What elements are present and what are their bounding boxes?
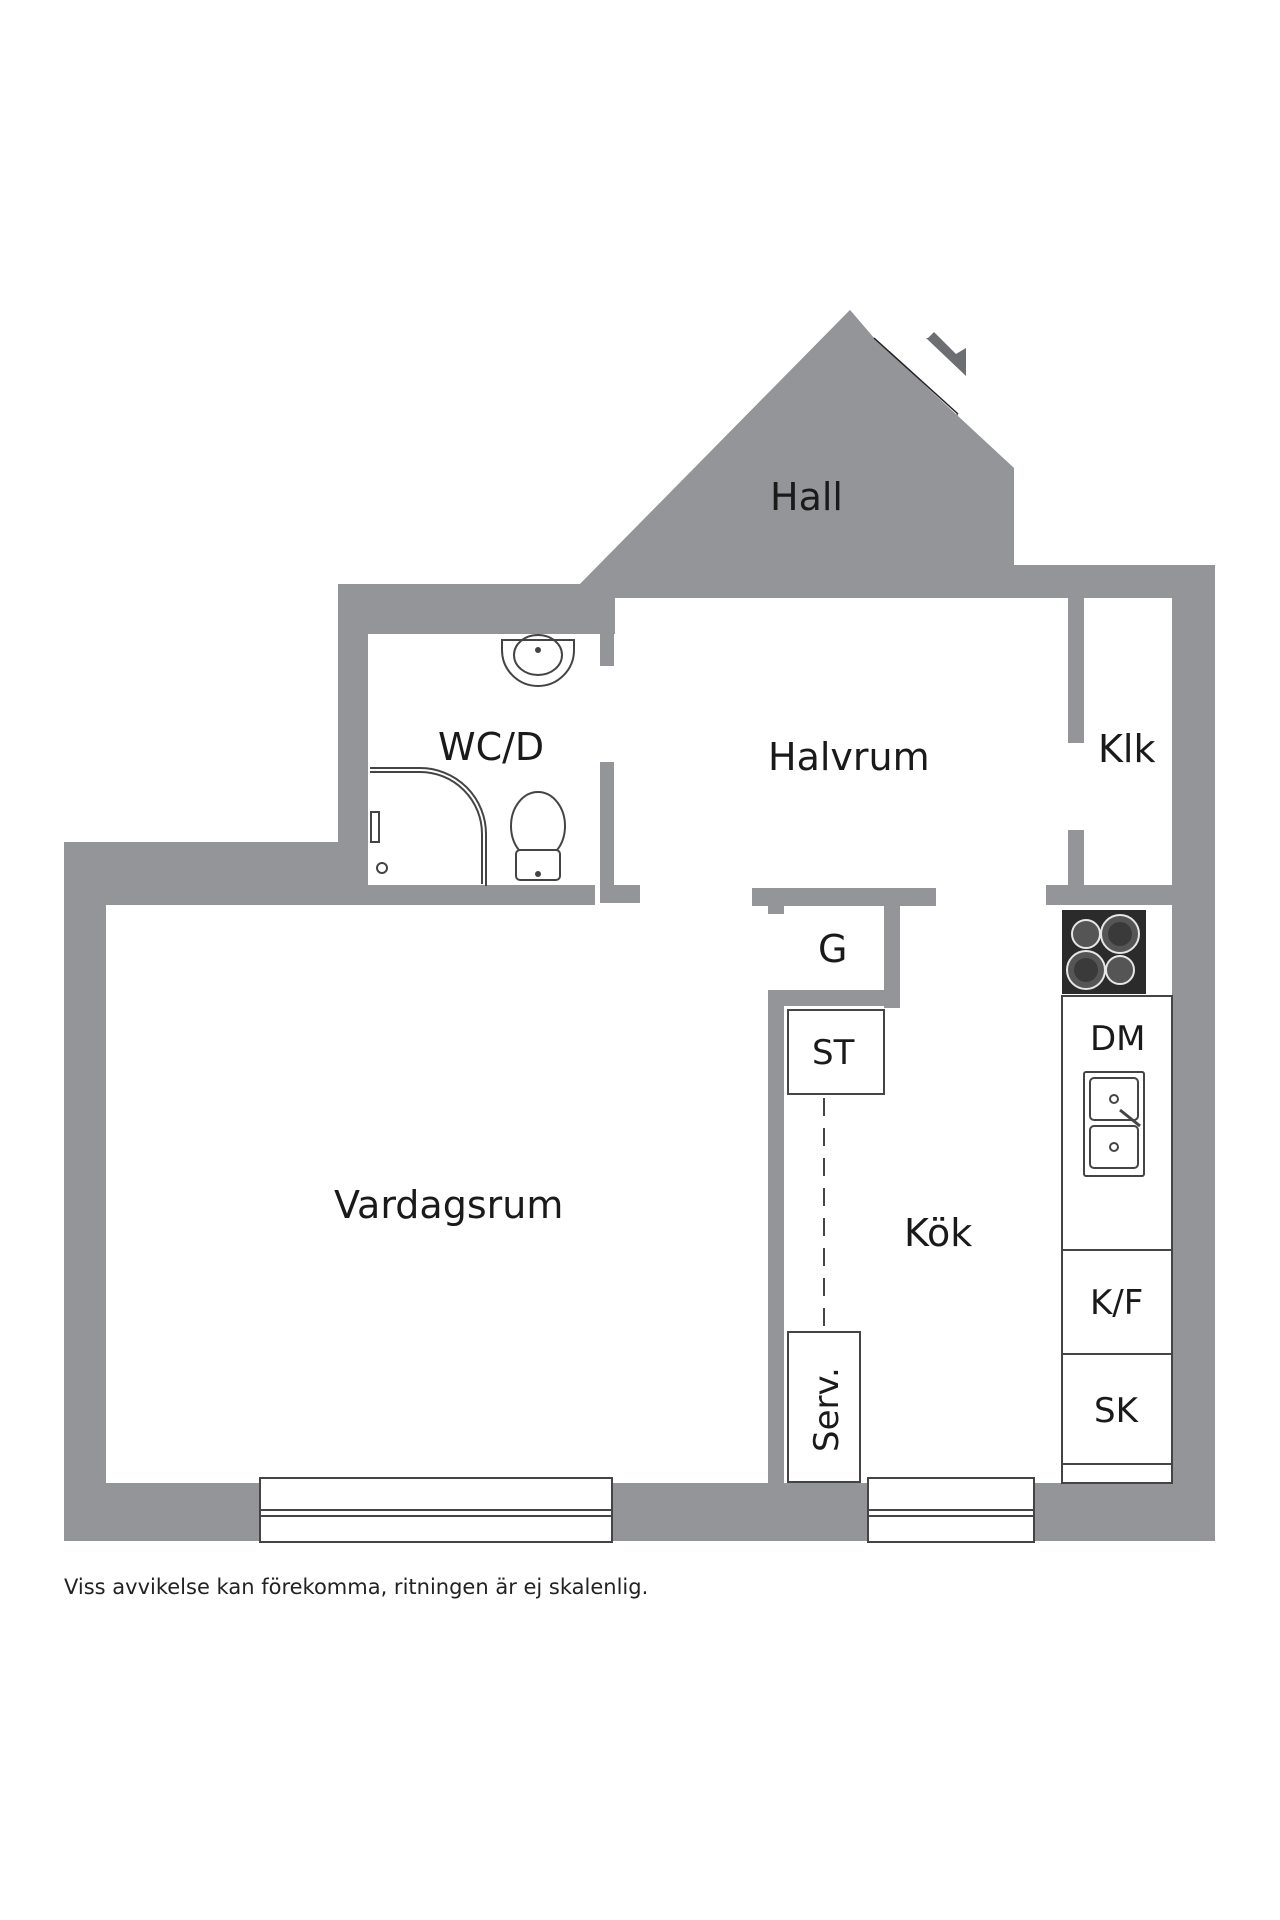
toilet-icon xyxy=(510,791,566,881)
wc-door-jamb-top xyxy=(600,634,614,666)
window-kitchen xyxy=(867,1477,1035,1543)
klk-bottom-wall xyxy=(1046,885,1172,905)
entrance-door xyxy=(873,337,959,415)
label-st: ST xyxy=(812,1033,855,1073)
halvrum-top-wall-right xyxy=(826,585,1014,597)
sink-icon xyxy=(1083,1071,1145,1177)
hall-wall-left xyxy=(580,310,874,584)
disclaimer-text: Viss avvikelse kan förekomma, ritningen … xyxy=(64,1575,649,1599)
exterior-wall xyxy=(64,310,1215,1541)
g-bottom-wall xyxy=(768,990,900,1006)
wc-door-jamb-bottom xyxy=(600,762,614,887)
label-sk: SK xyxy=(1094,1391,1140,1431)
entrance-arrow-icon xyxy=(926,332,966,376)
label-kok: Kök xyxy=(904,1211,972,1255)
window-living-room xyxy=(259,1477,613,1543)
klk-wall-top xyxy=(1068,598,1084,743)
label-g: G xyxy=(818,927,847,971)
wc-door-stub xyxy=(600,885,640,903)
label-dm: DM xyxy=(1090,1019,1146,1059)
washbasin-icon xyxy=(501,634,575,687)
label-halvrum: Halvrum xyxy=(768,735,930,779)
hall-wall-right xyxy=(886,414,1014,598)
st-cabinet xyxy=(787,1009,885,1095)
label-klk: Klk xyxy=(1098,727,1155,771)
shower-icon xyxy=(370,767,487,886)
label-wc: WC/D xyxy=(438,725,544,769)
klk-wall-bottom xyxy=(1068,830,1084,888)
g-corner xyxy=(768,900,784,914)
label-vardagsrum: Vardagsrum xyxy=(334,1183,563,1227)
kitchen-counter xyxy=(1061,995,1173,1484)
kok-left-wall xyxy=(768,990,784,1483)
stove-icon xyxy=(1062,910,1146,994)
halvrum-top-wall-left xyxy=(612,585,700,597)
label-hall: Hall xyxy=(770,475,843,519)
label-kf: K/F xyxy=(1090,1283,1143,1323)
label-serv: Serv. xyxy=(807,1367,847,1452)
g-right-wall xyxy=(884,900,900,1008)
serv-cabinet xyxy=(787,1331,861,1483)
